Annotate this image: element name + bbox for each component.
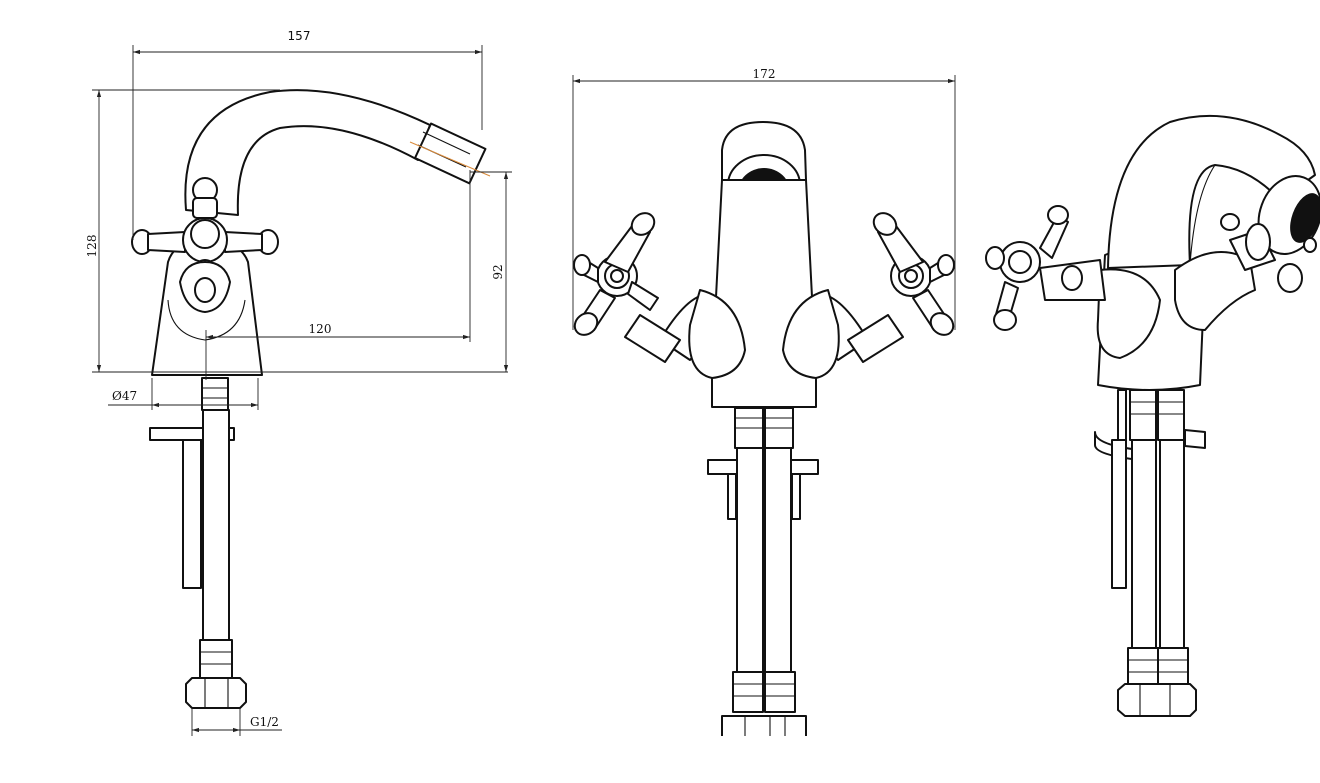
front-dimensions: 172: [572, 67, 956, 330]
front-right-valve: [782, 212, 955, 379]
side-pipes: [149, 377, 247, 709]
front-pipes: [707, 407, 819, 736]
iso-right-valve: [1174, 213, 1303, 331]
dim-base-diameter: Ø47: [112, 389, 137, 403]
side-aerator: [409, 122, 491, 185]
iso-spout: [1107, 114, 1316, 269]
dim-connection: G1/2: [250, 715, 279, 729]
dim-height: 128: [85, 235, 99, 258]
front-left-valve: [573, 212, 746, 379]
side-dimensions: 157 128 92 120 Ø47 G1/2: [85, 29, 512, 736]
iso-pipes: [1094, 389, 1206, 717]
side-view: 157 128 92 120 Ø47 G1/2: [85, 29, 512, 736]
front-view: 172: [572, 67, 956, 736]
side-spout: [184, 89, 431, 216]
iso-view: [985, 114, 1320, 717]
iso-aerator: [1257, 175, 1320, 255]
dim-overall-width: 157: [288, 29, 311, 43]
iso-left-valve: [985, 205, 1161, 359]
dim-spout-height: 92: [491, 264, 505, 279]
dim-front-width: 172: [753, 67, 776, 81]
dim-spout-reach: 120: [309, 322, 332, 336]
side-handle: [131, 177, 279, 313]
